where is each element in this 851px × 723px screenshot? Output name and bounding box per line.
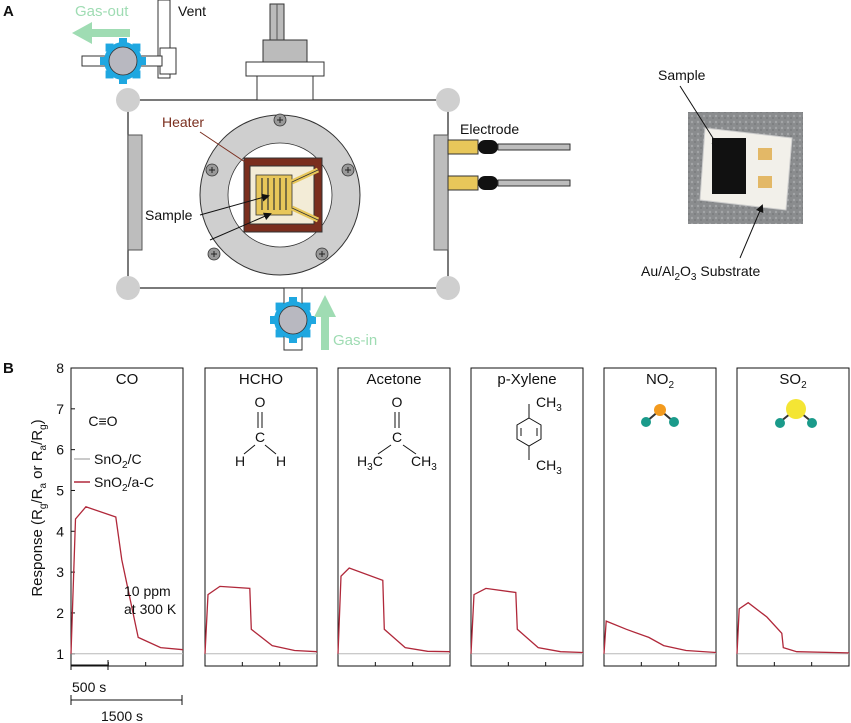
panel-frame	[470, 367, 584, 667]
panel-frame	[337, 367, 451, 667]
substrate-label: Au/Al2O3 Substrate	[641, 263, 761, 283]
svg-text:H: H	[276, 453, 286, 469]
scalebar-short-label: 500 s	[72, 679, 106, 695]
no2-o-atom	[669, 417, 679, 427]
series-line-sno2-ac	[603, 620, 717, 654]
top-probe	[245, 3, 325, 101]
chamber-side-plate-left	[127, 134, 143, 251]
p-xylene-molecule: CH3 CH3	[516, 394, 562, 477]
sample-pointer-2	[209, 212, 272, 241]
no2-o-atom	[641, 417, 651, 427]
y-tick-label: 3	[56, 564, 64, 580]
response-panel: NO2	[603, 367, 717, 667]
panel-title: SO2	[779, 371, 807, 391]
heater-pointer	[199, 131, 246, 163]
sample-pointer-1	[199, 193, 270, 216]
sample-photo	[688, 112, 803, 224]
svg-text:H3C: H3C	[357, 453, 383, 473]
condition-annotation-line1: 10 ppm	[124, 583, 171, 599]
panel-title: HCHO	[239, 371, 283, 388]
svg-text:C: C	[255, 429, 265, 445]
flange-screws	[205, 113, 355, 261]
y-tick-label: 1	[56, 646, 64, 662]
chamber-foot-tl	[116, 88, 140, 112]
response-panel: SO2	[736, 367, 850, 667]
gas-in-valve-icon	[270, 297, 316, 343]
chamber-foot-bl	[116, 276, 140, 300]
series-line-sno2-ac	[736, 601, 850, 654]
gas-out-label: Gas-out	[75, 3, 129, 20]
svg-text:H: H	[235, 453, 245, 469]
y-axis-label: Response (Rg/Ra or Ra/Rg)	[29, 419, 49, 596]
panel-frame	[736, 367, 850, 667]
svg-text:C: C	[392, 429, 402, 445]
panel-title: Acetone	[366, 371, 421, 388]
panel-title: p-Xylene	[497, 371, 556, 388]
gas-out-valve-icon	[100, 38, 146, 84]
gas-in-label: Gas-in	[333, 332, 377, 349]
svg-text:O: O	[392, 394, 403, 410]
hcho-molecule: O C H H	[235, 394, 286, 469]
svg-text:CH3: CH3	[411, 453, 437, 473]
y-tick-label: 7	[56, 401, 64, 417]
response-panel: Acetone	[337, 367, 451, 667]
chamber-foot-br	[436, 276, 460, 300]
panel-title: CO	[116, 371, 139, 388]
y-tick-label: 6	[56, 442, 64, 458]
series-line-sno2-ac	[70, 506, 184, 654]
electrode-feedthrough	[447, 139, 571, 191]
panel-a-letter: A	[3, 3, 14, 20]
substrate-pointer	[739, 204, 764, 259]
series-line-sno2-ac	[470, 587, 584, 654]
heater-label: Heater	[162, 114, 204, 130]
electrode-label: Electrode	[460, 121, 519, 137]
panel-b-letter: B	[3, 360, 14, 377]
photo-sample-label: Sample	[658, 67, 706, 83]
panel-title: NO2	[646, 371, 675, 391]
chamber-foot-tr	[436, 88, 460, 112]
response-panel: p-Xylene	[470, 367, 584, 667]
legend-label-sno2-c: SnO2/C	[94, 451, 142, 471]
series-line-sno2-ac	[204, 585, 318, 654]
legend-label-sno2-ac: SnO2/a-C	[94, 474, 154, 494]
scalebar-long	[70, 695, 183, 705]
response-panel: HCH O	[204, 367, 318, 667]
vent-label: Vent	[178, 3, 206, 19]
svg-text:CH3: CH3	[536, 457, 562, 477]
gas-out-arrow	[72, 22, 130, 44]
panel-frame	[603, 367, 717, 667]
y-tick-label: 2	[56, 605, 64, 621]
so2-s-atom	[786, 399, 806, 419]
panel-frame	[70, 367, 184, 667]
response-panel: CO	[70, 367, 184, 667]
series-line-sno2-ac	[337, 567, 451, 654]
gas-in-arrow	[314, 295, 336, 350]
co-molecule: C≡O	[88, 413, 117, 429]
vent-pipe	[81, 0, 177, 79]
so2-molecule	[775, 399, 817, 428]
svg-text:O: O	[255, 394, 266, 410]
chamber-side-plate-right	[433, 134, 449, 251]
y-tick-label: 8	[56, 360, 64, 376]
panel-frame	[204, 367, 318, 667]
legend: SnO2/C SnO2/a-C	[74, 451, 154, 494]
acetone-molecule: O C H3C CH3	[357, 394, 437, 473]
y-tick-label: 5	[56, 482, 64, 498]
svg-text:CH3: CH3	[536, 394, 562, 414]
no2-molecule	[641, 404, 679, 427]
no2-n-atom	[654, 404, 666, 416]
so2-o-atom	[775, 418, 785, 428]
scalebar-short	[70, 660, 109, 670]
y-tick-label: 4	[56, 523, 64, 539]
photo-sample-pointer	[679, 85, 720, 148]
sample-label: Sample	[145, 207, 193, 223]
so2-o-atom	[807, 418, 817, 428]
condition-annotation-line2: at 300 K	[124, 601, 177, 617]
scalebar-long-label: 1500 s	[101, 708, 143, 723]
